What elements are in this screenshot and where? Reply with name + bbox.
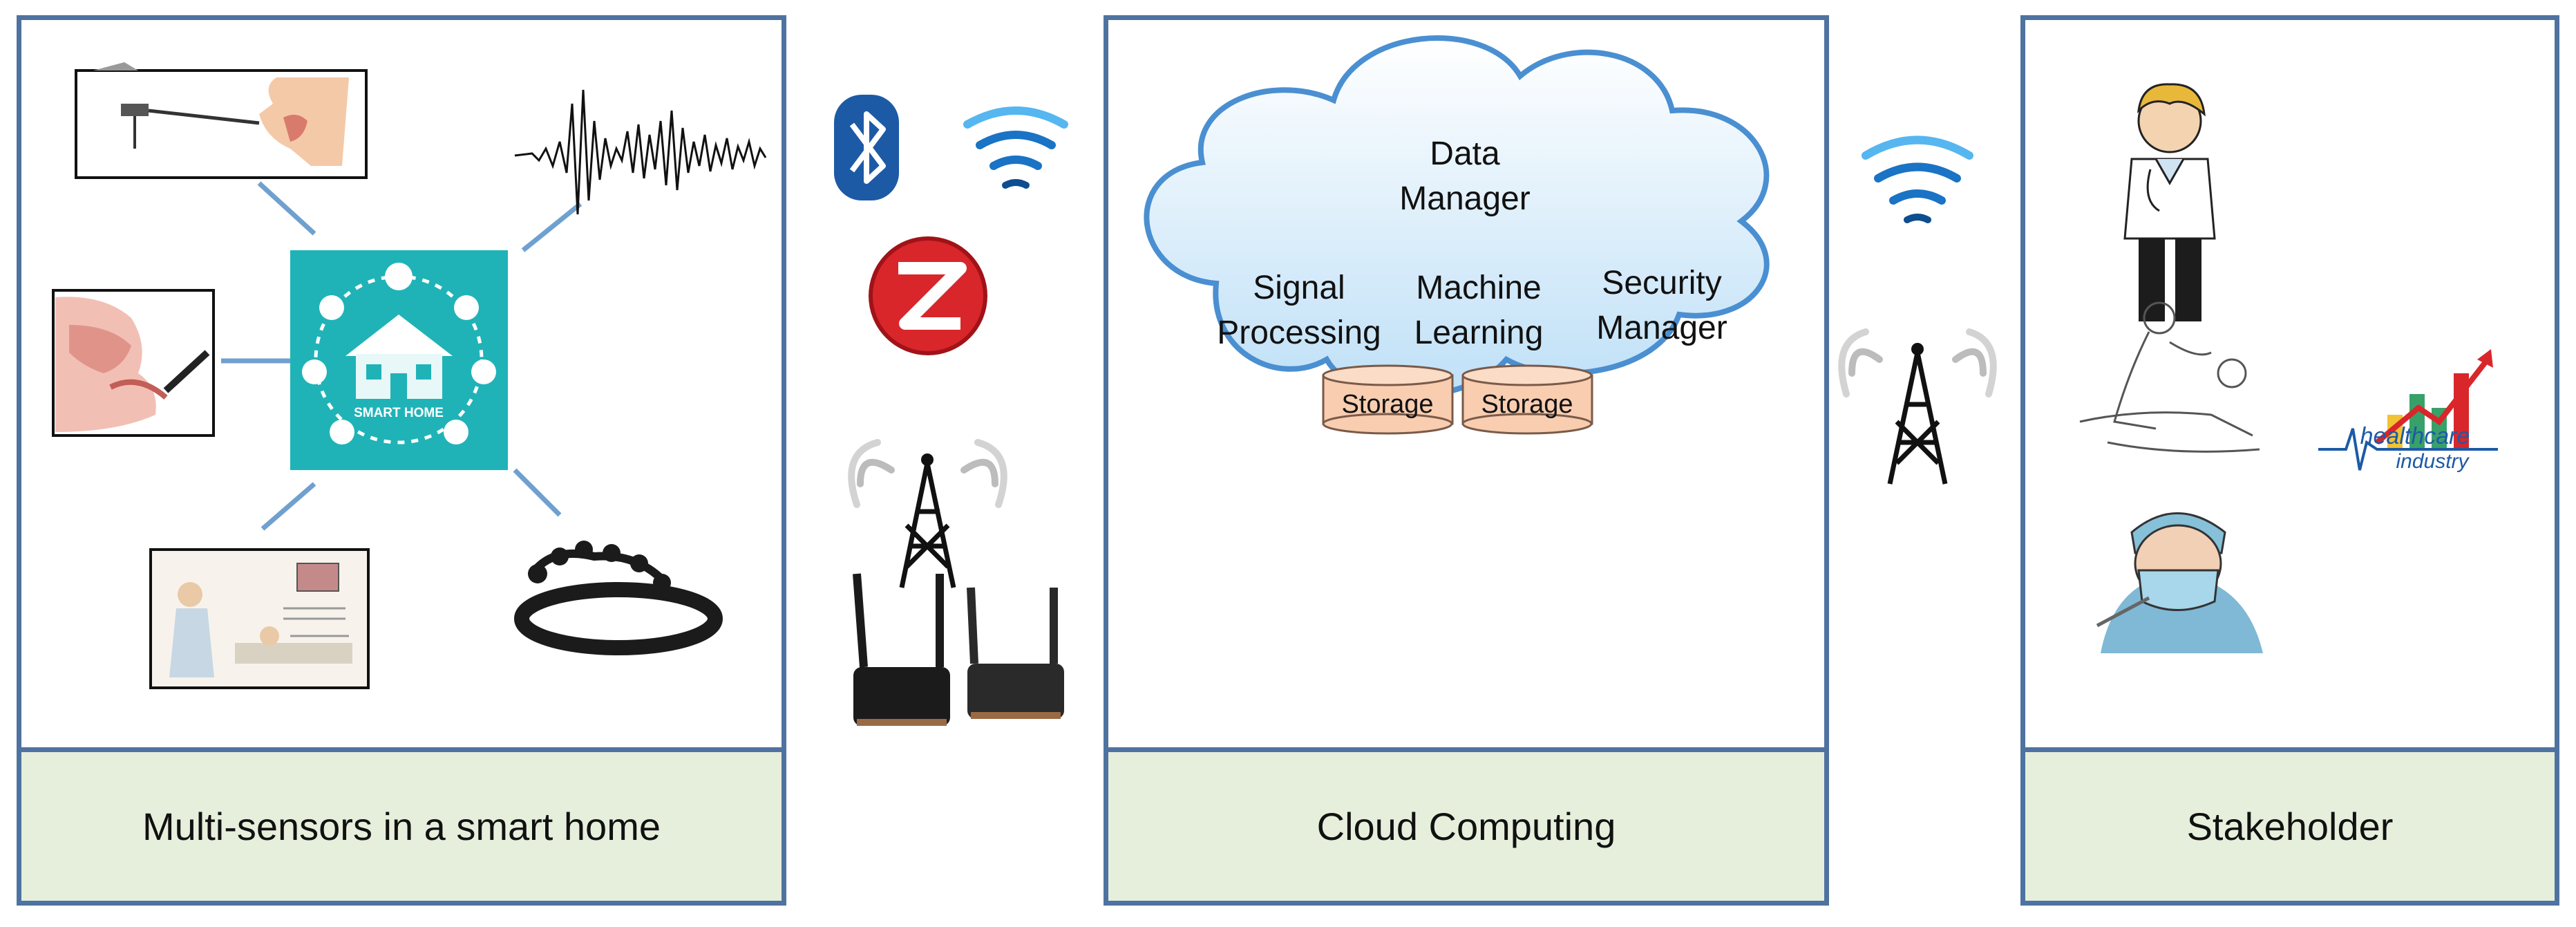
storage-cylinder-2: Storage [1461, 364, 1593, 435]
data-manager-line1: Data [1430, 135, 1500, 172]
storage-cylinder-1: Storage [1322, 364, 1454, 435]
healthcare-logo-line2: industry [2396, 450, 2470, 473]
machine-learning-line2: Learning [1414, 315, 1544, 351]
machine-learning-line1: Machine [1416, 270, 1541, 306]
eeg-headset-icon [514, 541, 723, 655]
cloud-labels: Data Manager Signal Processing Machine L… [1217, 135, 1727, 351]
stakeholder-panel: Stakeholder [2020, 15, 2559, 906]
data-manager-line2: Manager [1399, 180, 1530, 217]
doctor-icon [2123, 83, 2216, 321]
zigbee-icon [869, 236, 987, 355]
ultrasound-probe-icon [75, 62, 368, 179]
signal-processing-line2: Processing [1217, 315, 1381, 351]
waveform-icon [514, 89, 767, 215]
endoscopy-icon [52, 289, 215, 437]
hub-connectors [221, 181, 583, 531]
storage-label-1: Storage [1341, 390, 1433, 419]
cell-tower-icon [848, 439, 1007, 588]
stakeholder-panel-caption: Stakeholder [2025, 747, 2555, 901]
smart-home-hub-icon: SMART HOME [290, 250, 508, 470]
healthcare-logo-line1: healthcare [2360, 423, 2470, 449]
cell-tower-icon-right [1838, 328, 1997, 485]
security-manager-line1: Security [1602, 265, 1721, 301]
cloud-panel-caption: Cloud Computing [1108, 747, 1824, 901]
bluetooth-icon [834, 95, 899, 200]
wifi-icon [963, 106, 1068, 189]
clinical-exam-icon [149, 548, 370, 689]
physician-examining-icon [2079, 301, 2260, 453]
smart-home-label: SMART HOME [354, 406, 444, 420]
surgeon-icon [2087, 508, 2266, 653]
wireless-router-icon [853, 573, 1064, 726]
sensors-panel-caption: Multi-sensors in a smart home [21, 747, 782, 901]
sensors-panel: Multi-sensors in a smart home [17, 15, 786, 906]
signal-processing-line1: Signal [1253, 270, 1345, 306]
wifi-icon-right [1862, 135, 1973, 223]
healthcare-industry-logo: healthcare industry [2318, 349, 2498, 473]
storage-label-2: Storage [1481, 390, 1573, 419]
security-manager-line2: Manager [1596, 310, 1727, 346]
